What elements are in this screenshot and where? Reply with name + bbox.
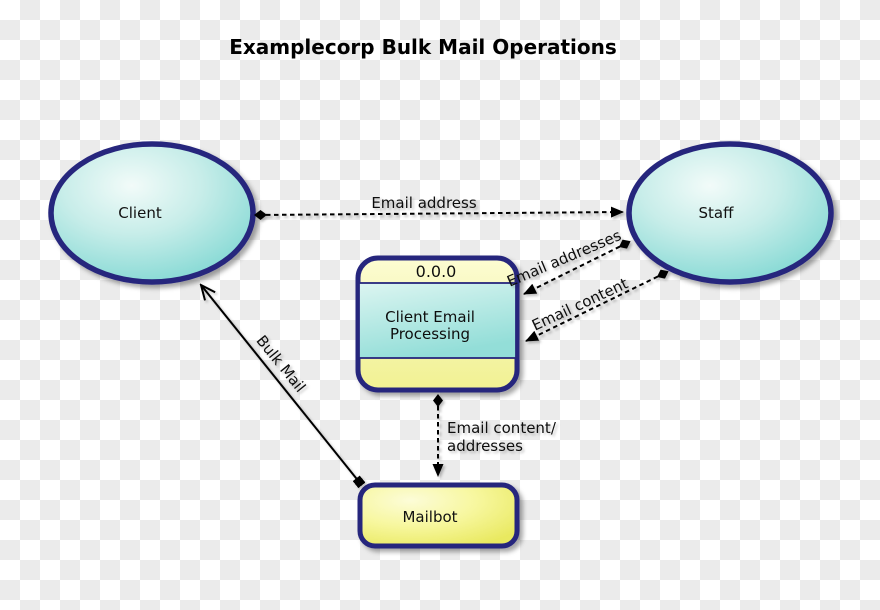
staff-entity: Staff — [626, 141, 834, 285]
mailbot-node: Mailbot — [357, 482, 520, 549]
flow-email-content-addresses: Email content/ addresses — [432, 394, 557, 477]
email-address-flow-label: Email address — [371, 194, 477, 212]
staff-ellipse — [626, 141, 834, 285]
email-content-flow-line — [525, 269, 669, 342]
mailbot-label: Mailbot — [402, 508, 457, 526]
nodes: Client Staff 0.0.0 Client Email Processi… — [48, 141, 834, 549]
client-label: Client — [118, 204, 162, 222]
client-ellipse — [48, 141, 256, 285]
process-name-line2: Processing — [390, 325, 470, 343]
email-content-addresses-flow-label-line2: addresses — [447, 437, 523, 455]
staff-label: Staff — [699, 204, 735, 222]
flow-email-address: Email address — [254, 194, 624, 220]
process-node: 0.0.0 Client Email Processing — [355, 255, 520, 393]
client-entity: Client — [48, 141, 256, 285]
email-addresses-flow-line — [523, 239, 631, 295]
bulk-mail-flow-line — [201, 285, 360, 483]
mailbot-box — [357, 482, 520, 549]
process-name-line1: Client Email — [385, 308, 475, 326]
process-number: 0.0.0 — [416, 262, 457, 281]
diagram-title: Examplecorp Bulk Mail Operations — [229, 35, 617, 59]
process-body-section — [358, 282, 517, 359]
email-address-flow-line — [254, 206, 624, 220]
email-content-addresses-flow-label-line1: Email content/ — [447, 419, 557, 437]
